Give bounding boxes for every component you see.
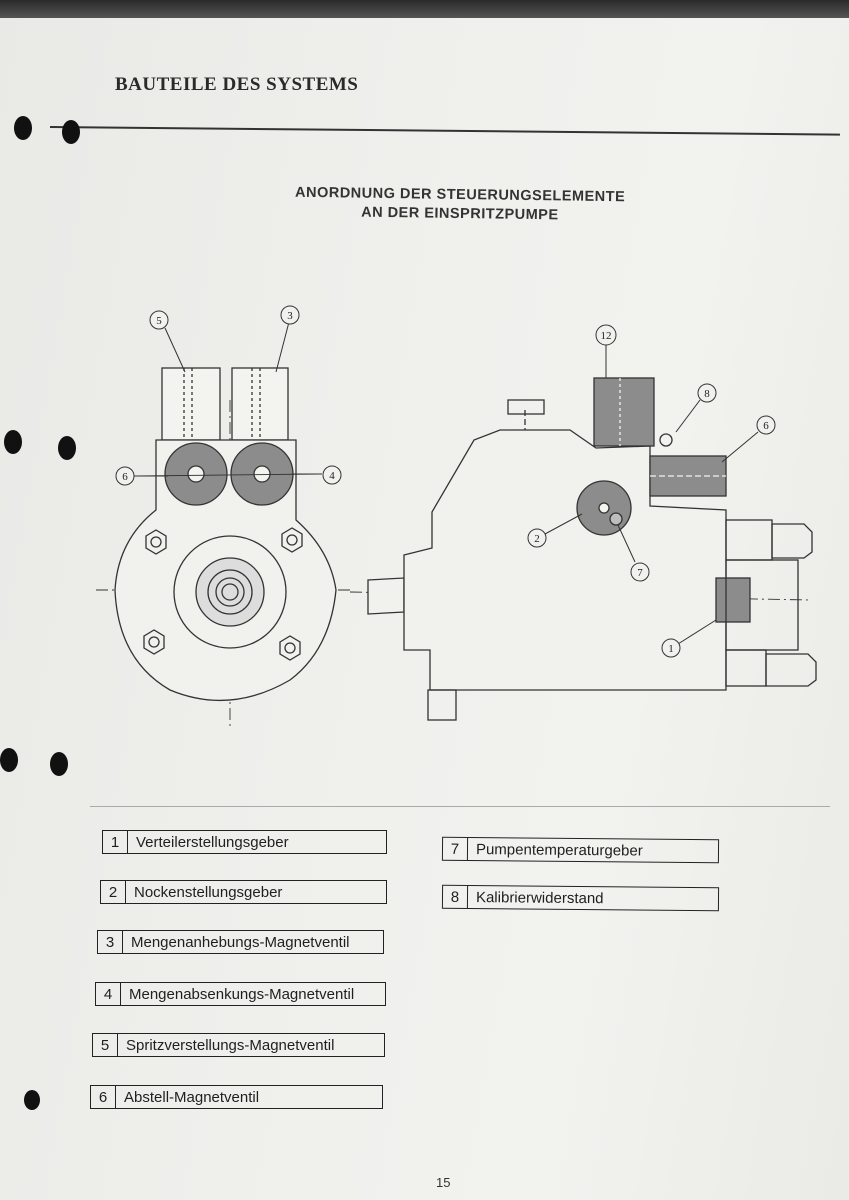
legend-item-3: 3 Mengenanhebungs-Magnetventil bbox=[97, 930, 384, 954]
callout-1: 1 bbox=[661, 638, 681, 658]
legend-item-4: 4 Mengenabsenkungs-Magnetventil bbox=[95, 982, 386, 1006]
bolt bbox=[145, 529, 167, 555]
svg-text:6: 6 bbox=[763, 420, 769, 432]
solenoid-12 bbox=[593, 377, 655, 447]
fitting-upper bbox=[725, 519, 773, 561]
legend-label: Mengenabsenkungs-Magnetventil bbox=[129, 985, 355, 1003]
injection-pump-diagram: 5 3 6 4 12 8 6 2 7 1 bbox=[115, 305, 817, 721]
fitting-lower bbox=[725, 649, 767, 687]
legend-number: 5 bbox=[93, 1034, 118, 1056]
section-title: BAUTEILE DES SYSTEMS bbox=[115, 74, 359, 95]
legend-item-5: 5 Spritzverstellungs-Magnetventil bbox=[92, 1033, 385, 1057]
callout-6-front: 6 bbox=[115, 466, 135, 486]
callout-7: 7 bbox=[630, 562, 650, 582]
svg-text:7: 7 bbox=[637, 567, 643, 579]
legend-label: Mengenanhebungs-Magnetventil bbox=[131, 933, 350, 951]
resistor-8 bbox=[659, 433, 673, 447]
legend-label: Verteilerstellungsgeber bbox=[136, 833, 289, 851]
binder-hole bbox=[24, 1090, 40, 1110]
drive-shaft bbox=[367, 577, 405, 615]
legend-number: 1 bbox=[103, 831, 128, 853]
legend-number: 2 bbox=[101, 881, 126, 903]
legend-item-2: 2 Nockenstellungsgeber bbox=[100, 880, 387, 904]
legend-label: Pumpentemperaturgeber bbox=[475, 840, 643, 860]
callout-4: 4 bbox=[322, 465, 342, 485]
top-nut bbox=[507, 399, 545, 415]
callout-8: 8 bbox=[697, 383, 717, 403]
callout-5: 5 bbox=[149, 310, 169, 330]
callout-6-side: 6 bbox=[756, 415, 776, 435]
valve-5-body bbox=[161, 367, 221, 441]
binder-hole bbox=[0, 748, 18, 772]
legend-label: Kalibrierwiderstand bbox=[475, 888, 604, 907]
bolt bbox=[143, 629, 165, 655]
legend-number: 3 bbox=[98, 931, 123, 953]
legend-label: Spritzverstellungs-Magnetventil bbox=[126, 1036, 335, 1054]
legend-number: 7 bbox=[442, 837, 469, 861]
legend-label: Nockenstellungsgeber bbox=[134, 883, 283, 901]
svg-text:6: 6 bbox=[122, 471, 128, 483]
bolt bbox=[281, 527, 303, 553]
legend-item-1: 1 Verteilerstellungsgeber bbox=[102, 830, 387, 854]
svg-text:12: 12 bbox=[601, 330, 612, 342]
page-edge-shadow bbox=[0, 0, 849, 18]
sensor-7 bbox=[609, 512, 623, 526]
binder-hole bbox=[4, 430, 22, 454]
svg-text:1: 1 bbox=[668, 643, 674, 655]
svg-text:2: 2 bbox=[534, 533, 540, 545]
callout-2: 2 bbox=[527, 528, 547, 548]
binder-hole bbox=[62, 120, 80, 144]
legend-number: 6 bbox=[91, 1086, 116, 1108]
fitting-upper-nut bbox=[771, 523, 813, 559]
mounting-foot bbox=[427, 689, 457, 721]
bolt bbox=[279, 635, 301, 661]
legend-number: 4 bbox=[96, 983, 121, 1005]
fitting-lower-nut bbox=[765, 653, 817, 687]
sensor-1 bbox=[715, 577, 751, 623]
rear-block bbox=[725, 559, 799, 651]
svg-text:8: 8 bbox=[704, 388, 710, 400]
page-number: 15 bbox=[436, 1175, 451, 1190]
binder-hole bbox=[58, 436, 76, 460]
legend-item-8: 8 Kalibrierwiderstand bbox=[441, 884, 720, 912]
svg-text:3: 3 bbox=[287, 310, 293, 322]
svg-text:5: 5 bbox=[156, 315, 162, 327]
binder-hole bbox=[14, 116, 32, 140]
legend-label: Abstell-Magnetventil bbox=[124, 1088, 260, 1106]
svg-text:4: 4 bbox=[329, 470, 335, 482]
hub-outer bbox=[173, 535, 287, 649]
callout-3: 3 bbox=[280, 305, 300, 325]
callout-12: 12 bbox=[595, 324, 617, 346]
legend-item-7: 7 Pumpentemperaturgeber bbox=[441, 836, 720, 864]
legend-number: 8 bbox=[442, 885, 469, 909]
divider bbox=[90, 806, 830, 807]
legend-item-6: 6 Abstell-Magnetventil bbox=[90, 1085, 383, 1109]
binder-hole bbox=[50, 752, 68, 776]
